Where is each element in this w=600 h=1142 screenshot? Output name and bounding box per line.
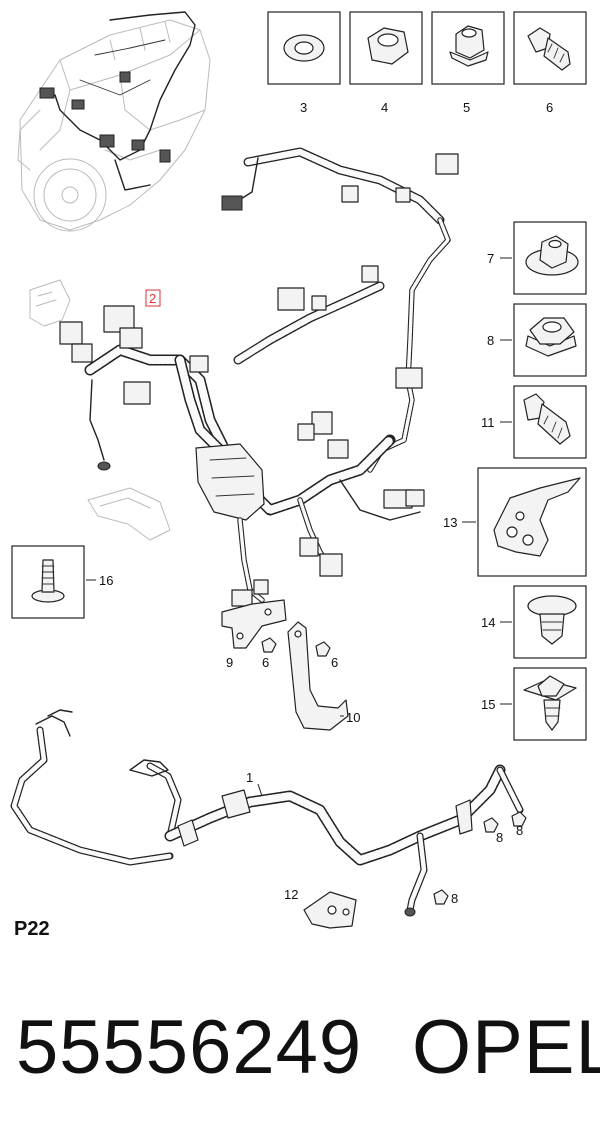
- nut-8-c: 8: [433, 889, 458, 906]
- callout-16: 16: [99, 573, 113, 588]
- part-box-11: 11: [481, 385, 587, 459]
- bracket-12: 12: [284, 887, 357, 929]
- bolt-6-left: 6: [261, 637, 277, 670]
- exploded-parts-diagram: 3 4 5 6 7 8: [10, 11, 587, 929]
- callout-9: 9: [226, 655, 233, 670]
- part-box-5: 5: [431, 11, 505, 115]
- callout-8-c: 8: [451, 891, 458, 906]
- engine-wiring-harness: 2: [59, 147, 459, 607]
- callout-15: 15: [481, 697, 495, 712]
- nut-8-b: 8: [511, 811, 527, 838]
- brand-name: OPEL: [412, 1005, 600, 1090]
- callout-3: 3: [300, 100, 307, 115]
- callout-13: 13: [443, 515, 457, 530]
- part-box-15: 15: [481, 667, 587, 741]
- footer: 55556249 OPEL: [0, 998, 600, 1108]
- bracket-9: 9: [221, 599, 287, 670]
- part-box-7: 7: [487, 221, 587, 295]
- bolt-6-right: 6: [315, 641, 338, 670]
- callout-6-right: 6: [331, 655, 338, 670]
- part-number: 55556249: [16, 1005, 363, 1090]
- part-box-4: 4: [349, 11, 423, 115]
- nut-8-a: 8: [483, 817, 503, 845]
- callout-2: 2: [149, 291, 156, 306]
- callout-12: 12: [284, 887, 298, 902]
- part-box-13: 13: [443, 467, 587, 577]
- part-box-8: 8: [487, 303, 587, 377]
- callout-10: 10: [346, 710, 360, 725]
- callout-14: 14: [481, 615, 495, 630]
- callout-6-left: 6: [262, 655, 269, 670]
- battery-cable-harness: 1: [10, 709, 524, 917]
- callout-11: 11: [481, 415, 495, 430]
- engine-overview-illustration: [17, 11, 211, 232]
- page-label: P22: [14, 918, 50, 940]
- callout-8-a: 8: [496, 830, 503, 845]
- part-box-16: 16: [11, 545, 113, 619]
- ghost-bracket-lower: [87, 487, 171, 541]
- callout-7: 7: [487, 251, 494, 266]
- callout-6: 6: [546, 100, 553, 115]
- part-box-14: 14: [481, 585, 587, 659]
- callout-5: 5: [463, 100, 470, 115]
- callout-1: 1: [246, 770, 253, 785]
- part-box-3: 3: [267, 11, 341, 115]
- callout-4: 4: [381, 100, 388, 115]
- ghost-bracket-upper: [29, 279, 71, 327]
- part-box-6: 6: [513, 11, 587, 115]
- callout-8: 8: [487, 333, 494, 348]
- bracket-10: 10: [287, 621, 360, 731]
- callout-8-b: 8: [516, 823, 523, 838]
